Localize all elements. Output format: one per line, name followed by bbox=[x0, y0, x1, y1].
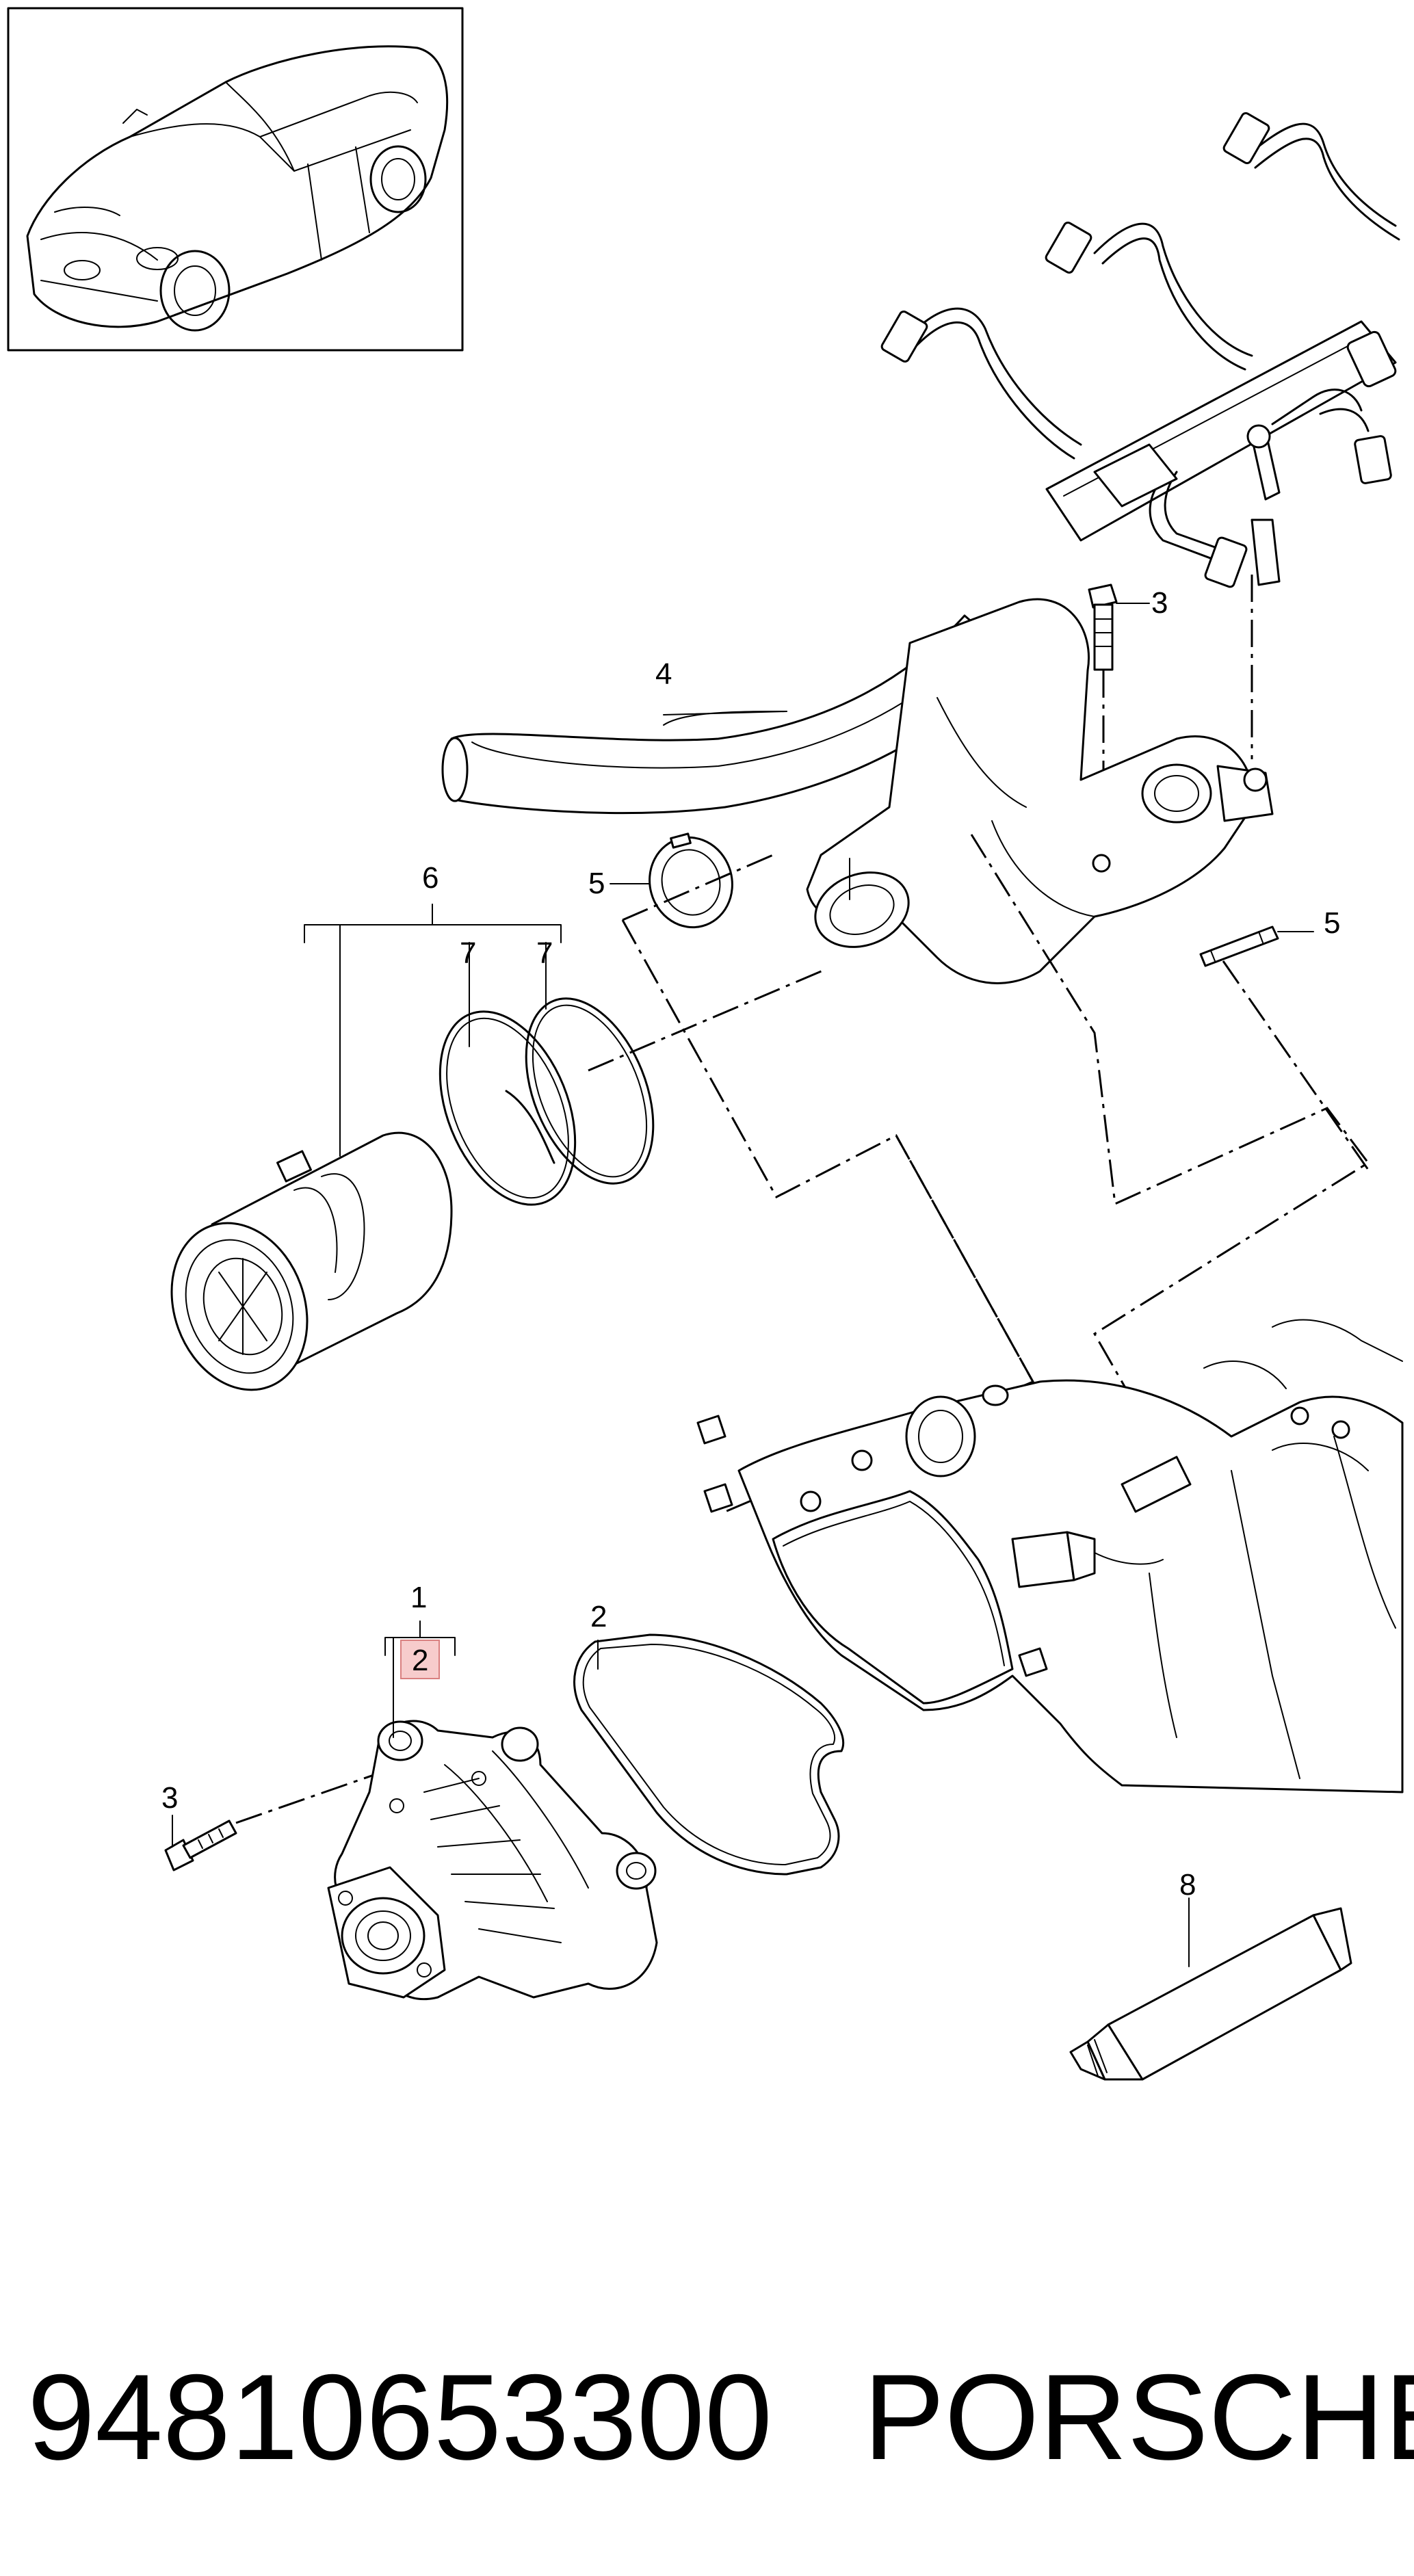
water-pump bbox=[327, 1720, 658, 2001]
gasket bbox=[573, 1633, 845, 1876]
bolt-lower bbox=[164, 1819, 237, 1871]
engine-block bbox=[696, 1319, 1404, 1793]
footer: 94810653300 PORSCHE bbox=[27, 2349, 1414, 2485]
sealant-tube bbox=[1069, 1907, 1352, 2081]
callout-1: 1 bbox=[410, 1581, 427, 1614]
coolant-pipe-and-housing bbox=[441, 598, 1274, 984]
thermostat bbox=[170, 1131, 453, 1391]
callout-7-right: 7 bbox=[536, 936, 553, 970]
highlight-box bbox=[400, 1640, 440, 1679]
callout-8: 8 bbox=[1179, 1868, 1196, 1902]
assembly-lines bbox=[235, 834, 1370, 1824]
callout-5-upper: 5 bbox=[588, 867, 605, 900]
callout-6: 6 bbox=[422, 861, 438, 895]
callout-labels: 3 4 5 5 6 7 7 2 1 2 3 8 bbox=[161, 586, 1340, 1902]
brand-name: PORSCHE bbox=[863, 2349, 1414, 2485]
callout-2-highlighted: 2 bbox=[412, 1644, 428, 1677]
callout-2-gasket: 2 bbox=[590, 1600, 607, 1633]
seal-ring-upper bbox=[649, 832, 733, 929]
callout-4: 4 bbox=[655, 657, 672, 691]
part-number: 94810653300 bbox=[27, 2349, 772, 2485]
vehicle-thumbnail bbox=[7, 7, 464, 352]
callout-5-right: 5 bbox=[1324, 906, 1340, 940]
callout-3-upper: 3 bbox=[1151, 586, 1168, 620]
callout-7-left: 7 bbox=[460, 936, 476, 970]
dowel-pin bbox=[1199, 925, 1279, 967]
leader-lines bbox=[172, 603, 1314, 1967]
o-rings bbox=[438, 997, 655, 1206]
callout-3-lower: 3 bbox=[161, 1781, 178, 1815]
fuel-rail-assembly bbox=[880, 111, 1400, 759]
